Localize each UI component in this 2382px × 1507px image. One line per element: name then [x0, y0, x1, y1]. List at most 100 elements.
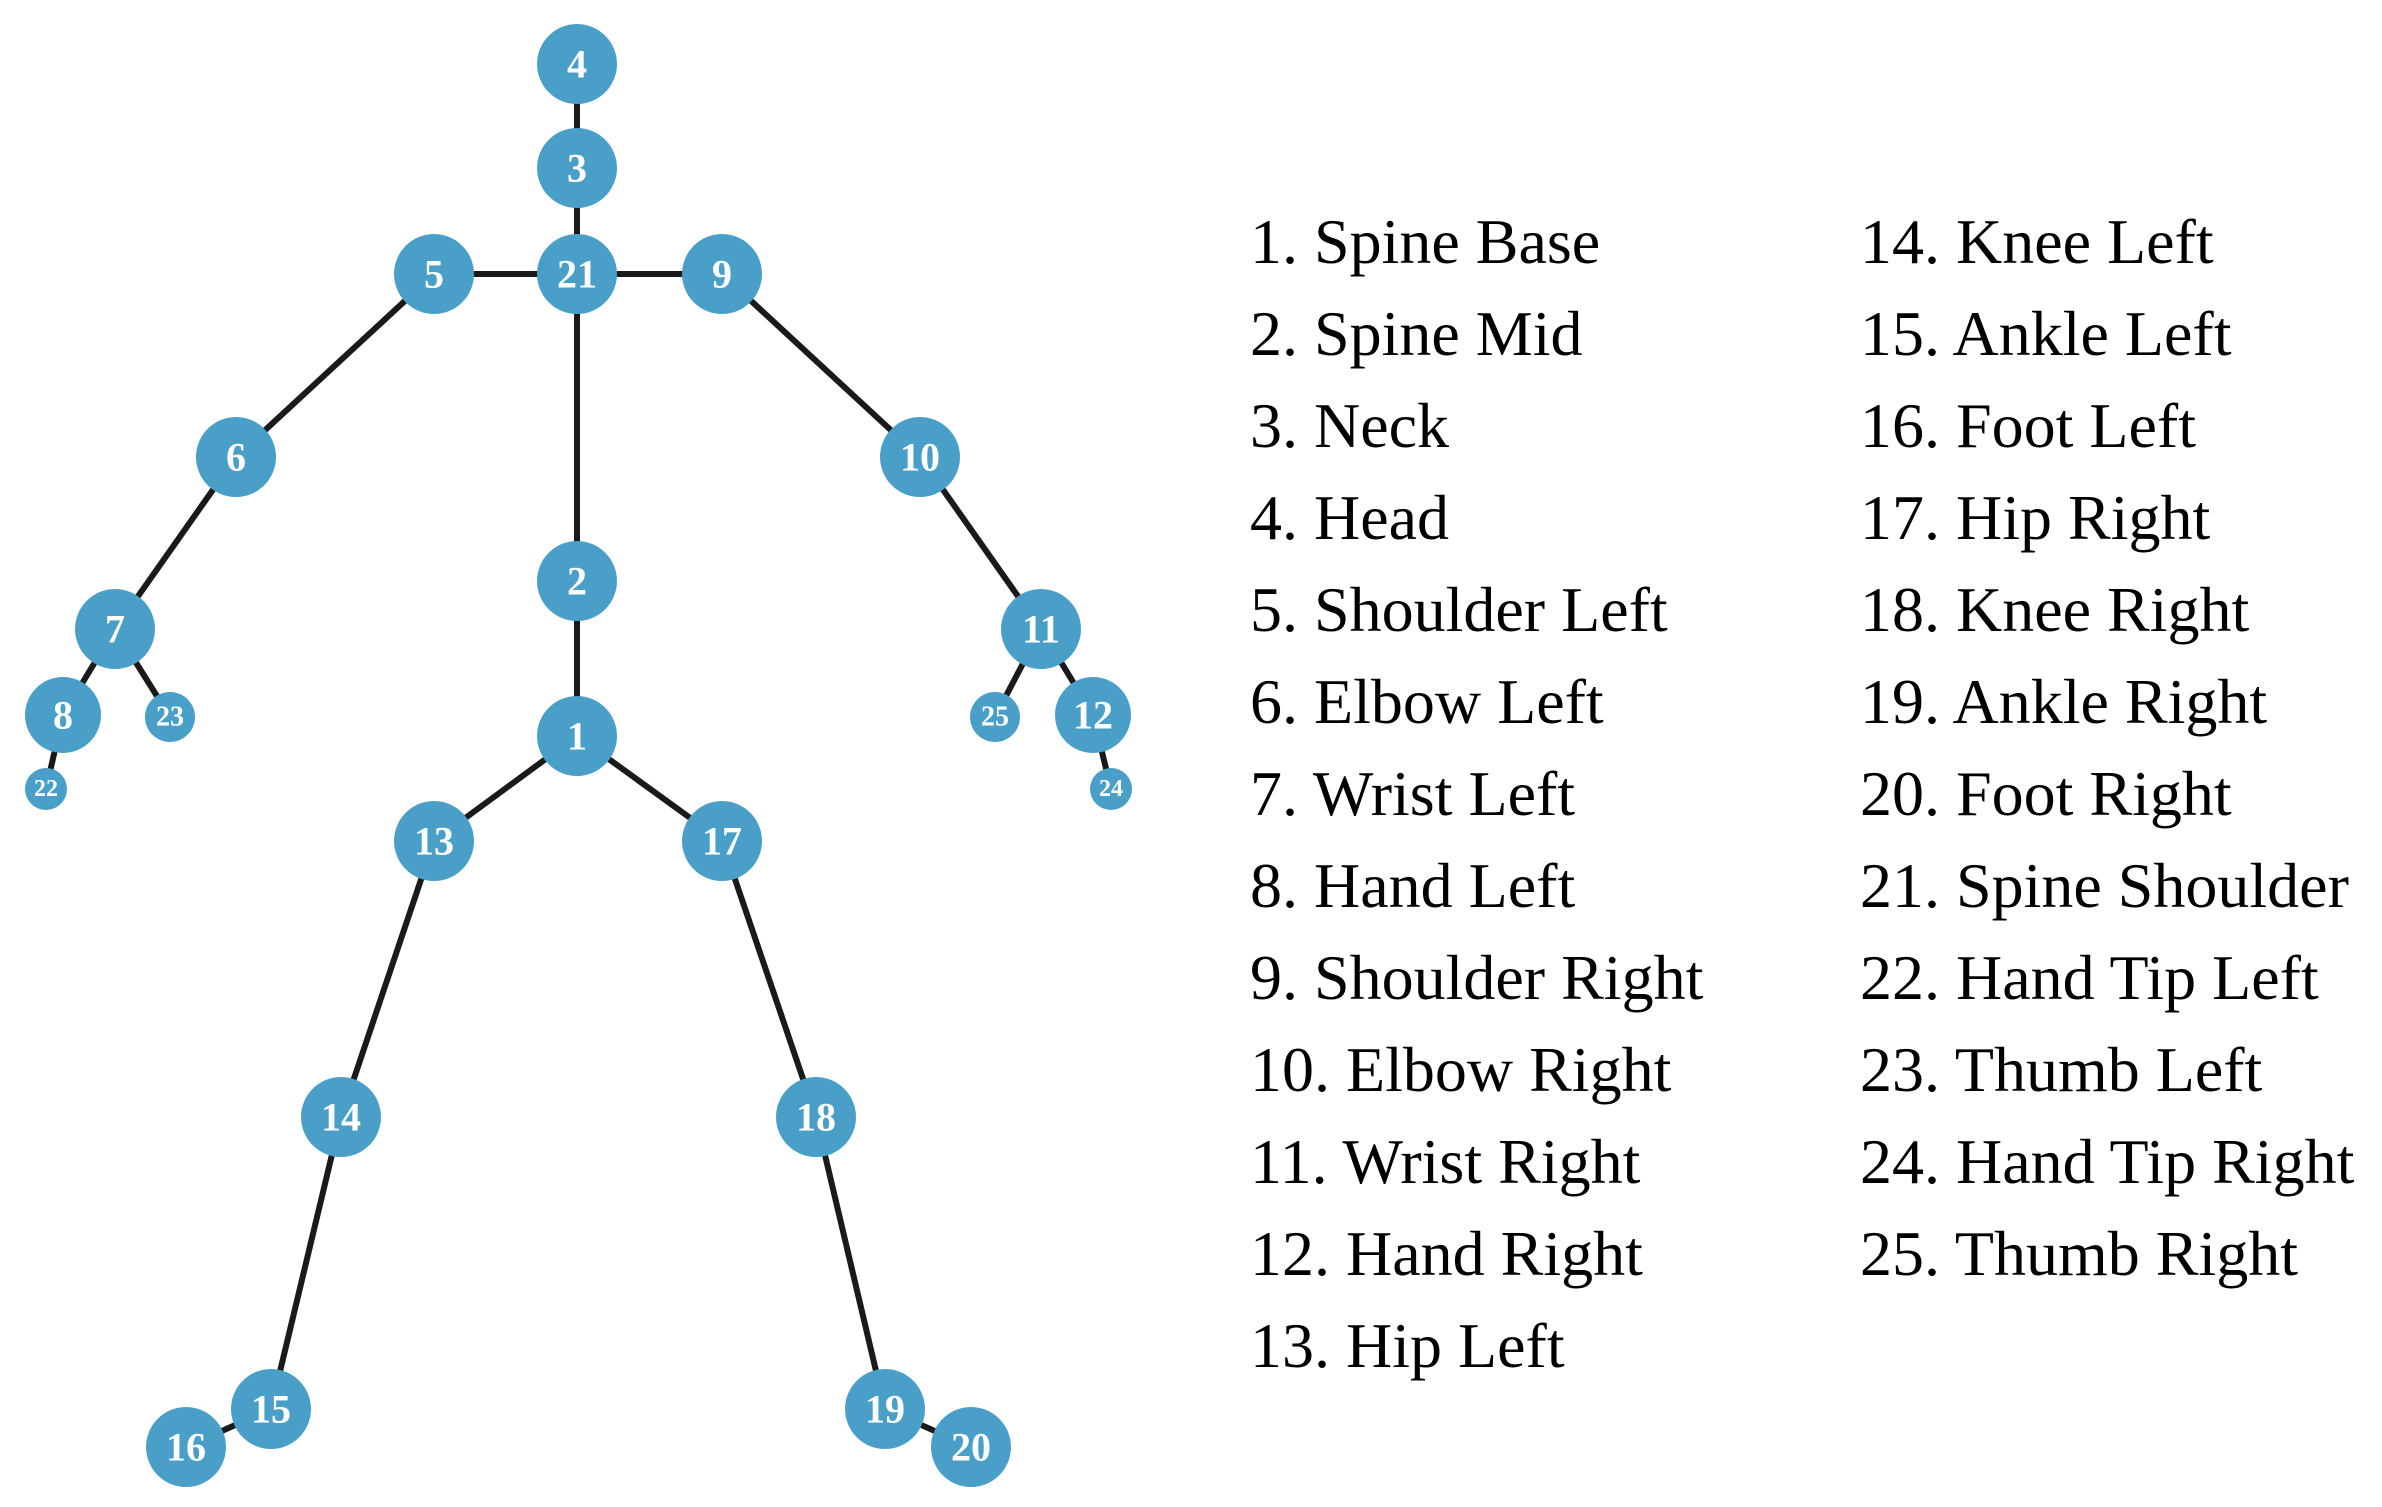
joint-number-25: 25 — [981, 702, 1009, 733]
joint-number-16: 16 — [166, 1425, 206, 1470]
joint-circle-6 — [196, 417, 276, 497]
joint-circle-17 — [682, 801, 762, 881]
joint-number-14: 14 — [321, 1095, 361, 1140]
legend-item: 9. Shoulder Right — [1250, 942, 1704, 1013]
legend-item: 11. Wrist Right — [1250, 1126, 1641, 1197]
legend-item: 12. Hand Right — [1250, 1218, 1643, 1289]
joint-13: 13 — [394, 801, 474, 881]
legend-item: 24. Hand Tip Right — [1860, 1126, 2355, 1197]
joint-circle-15 — [231, 1369, 311, 1449]
joint-circle-1 — [537, 696, 617, 776]
joint-circle-7 — [75, 589, 155, 669]
bone-5-6 — [233, 271, 437, 460]
legend-item: 13. Hip Left — [1250, 1310, 1565, 1381]
joint-2: 2 — [537, 541, 617, 621]
legend-item: 22. Hand Tip Left — [1860, 942, 2319, 1013]
joint-circle-2 — [537, 541, 617, 621]
bone-17-18 — [719, 838, 819, 1120]
joint-number-5: 5 — [424, 252, 444, 297]
joint-3: 3 — [537, 128, 617, 208]
joint-circle-24 — [1090, 768, 1132, 810]
joint-9: 9 — [682, 234, 762, 314]
legend-item: 14. Knee Left — [1860, 206, 2214, 277]
joint-11: 11 — [1001, 589, 1081, 669]
joint-circle-9 — [682, 234, 762, 314]
legend-item: 17. Hip Right — [1860, 482, 2210, 553]
joint-circle-22 — [25, 768, 67, 810]
joint-17: 17 — [682, 801, 762, 881]
joint-15: 15 — [231, 1369, 311, 1449]
joint-number-23: 23 — [156, 702, 184, 733]
joint-circle-23 — [145, 692, 195, 742]
bone-18-19 — [813, 1114, 888, 1412]
joint-number-9: 9 — [712, 252, 732, 297]
joint-circle-4 — [537, 24, 617, 104]
joint-circle-12 — [1055, 677, 1131, 753]
joint-circle-13 — [394, 801, 474, 881]
joint-number-4: 4 — [567, 42, 587, 87]
joint-20: 20 — [931, 1407, 1011, 1487]
joint-number-21: 21 — [557, 252, 597, 297]
joint-circle-11 — [1001, 589, 1081, 669]
joint-24: 24 — [1090, 768, 1132, 810]
joint-10: 10 — [880, 417, 960, 497]
legend-item: 23. Thumb Left — [1860, 1034, 2263, 1105]
legend-item: 18. Knee Right — [1860, 574, 2250, 645]
joint-number-2: 2 — [567, 559, 587, 604]
legend-item: 25. Thumb Right — [1860, 1218, 2298, 1289]
joint-25: 25 — [970, 692, 1020, 742]
joint-number-19: 19 — [865, 1387, 905, 1432]
legend-item: 16. Foot Left — [1860, 390, 2196, 461]
joint-circle-3 — [537, 128, 617, 208]
legend-item: 19. Ankle Right — [1860, 666, 2267, 737]
joint-number-12: 12 — [1073, 693, 1113, 738]
joint-number-18: 18 — [796, 1095, 836, 1140]
legend-item: 7. Wrist Left — [1250, 758, 1575, 829]
joint-circle-25 — [970, 692, 1020, 742]
joint-circle-16 — [146, 1407, 226, 1487]
legend-item: 10. Elbow Right — [1250, 1034, 1672, 1105]
joint-number-11: 11 — [1022, 607, 1060, 652]
joint-number-22: 22 — [34, 776, 58, 802]
joint-legend: 1. Spine Base 2. Spine Mid 3. Neck 4. Head 5… — [1250, 206, 2355, 1381]
legend-item: 21. Spine Shoulder — [1860, 850, 2349, 921]
joint-16: 16 — [146, 1407, 226, 1487]
joint-number-1: 1 — [567, 714, 587, 759]
joint-4: 4 — [537, 24, 617, 104]
legend-item: 15. Ankle Left — [1860, 298, 2232, 369]
joint-number-10: 10 — [900, 435, 940, 480]
legend-item: 1. Spine Base — [1250, 206, 1600, 277]
joint-circle-19 — [845, 1369, 925, 1449]
legend-item: 4. Head — [1250, 482, 1449, 553]
joint-circle-8 — [25, 677, 101, 753]
legend-item: 8. Hand Left — [1250, 850, 1575, 921]
joint-circle-5 — [394, 234, 474, 314]
joint-19: 19 — [845, 1369, 925, 1449]
joint-8: 8 — [25, 677, 101, 753]
legend-item: 6. Elbow Left — [1250, 666, 1604, 737]
joint-14: 14 — [301, 1077, 381, 1157]
joint-1: 1 — [537, 696, 617, 776]
legend-item: 5. Shoulder Left — [1250, 574, 1668, 645]
joint-number-6: 6 — [226, 435, 246, 480]
legend-item: 2. Spine Mid — [1250, 298, 1582, 369]
joint-23: 23 — [145, 692, 195, 742]
joint-22: 22 — [25, 768, 67, 810]
joint-12: 12 — [1055, 677, 1131, 753]
bone-14-15 — [268, 1114, 344, 1412]
joint-7: 7 — [75, 589, 155, 669]
joint-circle-20 — [931, 1407, 1011, 1487]
joint-number-17: 17 — [702, 819, 742, 864]
joint-circle-14 — [301, 1077, 381, 1157]
joint-circle-21 — [537, 234, 617, 314]
legend-item: 3. Neck — [1250, 390, 1449, 461]
joint-number-8: 8 — [53, 693, 73, 738]
joint-number-3: 3 — [567, 146, 587, 191]
joint-number-15: 15 — [251, 1387, 291, 1432]
joint-circle-10 — [880, 417, 960, 497]
bone-9-10 — [719, 271, 923, 460]
joint-21: 21 — [537, 234, 617, 314]
joint-number-7: 7 — [105, 607, 125, 652]
joint-number-20: 20 — [951, 1425, 991, 1470]
